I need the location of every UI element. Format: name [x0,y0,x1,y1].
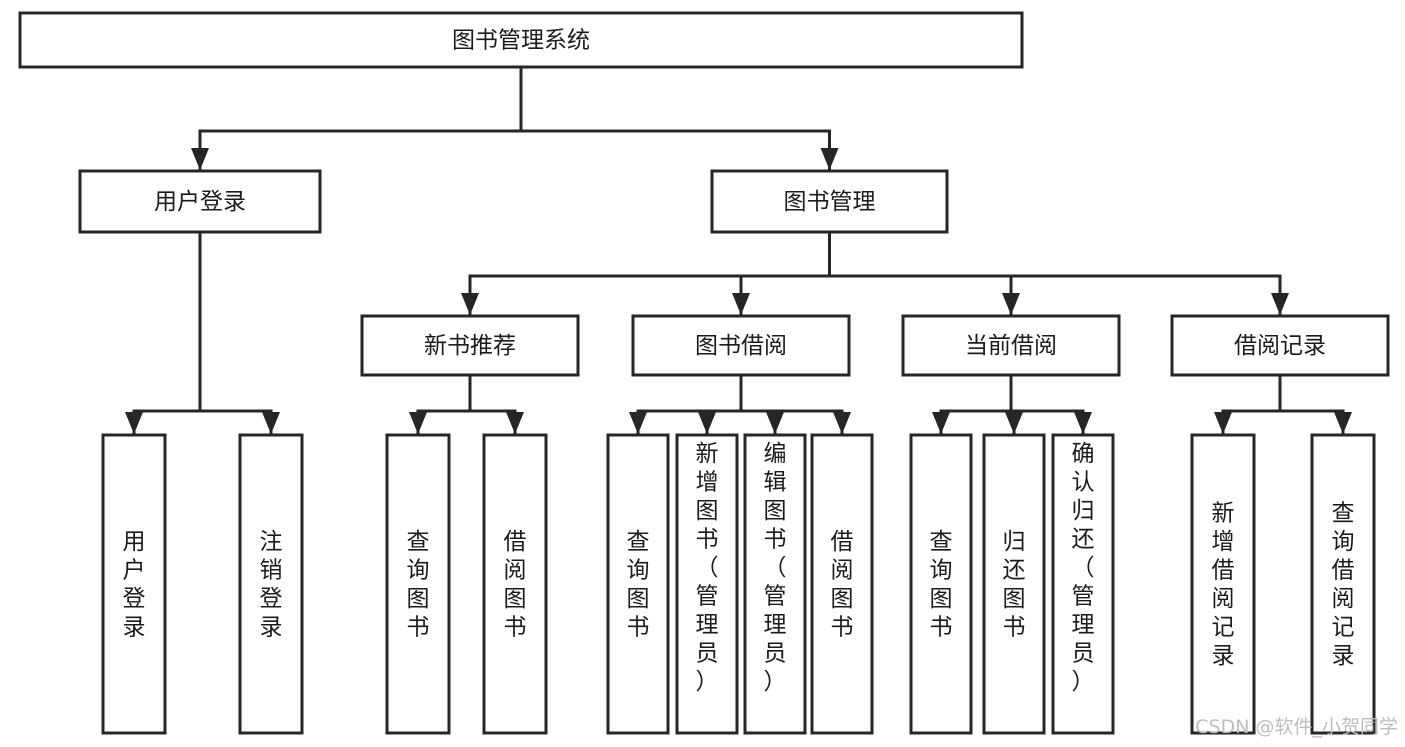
node-leaf-borrow-book-rec[interactable]: 借阅图书 [482,433,548,735]
arrow-head-icon [1074,412,1092,434]
node-box[interactable] [909,433,973,735]
arrow-head-icon [506,412,524,434]
node-box[interactable] [743,433,807,735]
arrow-head-icon [629,412,647,434]
node-label: 归还图书 [1003,529,1026,641]
node-borrow-record[interactable]: 借阅记录 [1170,314,1390,377]
node-leaf-user-login[interactable]: 用户登录 [101,433,167,735]
node-leaf-query-book-borrow[interactable]: 查询图书 [606,433,670,735]
node-box[interactable] [360,314,580,377]
node-leaf-add-borrow-record[interactable]: 新增借阅记录 [1190,433,1256,735]
arrow-head-icon [1334,412,1352,434]
connectors-layer [125,65,1352,436]
node-label: 查询图书 [407,529,430,641]
arrow-head-icon [833,412,851,434]
node-book-borrow[interactable]: 图书借阅 [631,314,851,377]
node-book-manage[interactable]: 图书管理 [710,169,949,234]
node-box[interactable] [238,433,304,735]
node-box[interactable] [482,433,548,735]
node-box[interactable] [385,433,451,735]
node-label: 确认归还（管理员） [1072,441,1095,695]
arrow-head-icon [125,412,143,434]
node-box[interactable] [78,169,322,234]
node-leaf-query-book-rec[interactable]: 查询图书 [385,433,451,735]
node-leaf-borrow-book[interactable]: 借阅图书 [810,433,874,735]
arrow-head-icon [191,148,209,170]
node-label: 图书管理系统 [452,28,590,54]
node-label: 查询图书 [930,529,953,641]
node-leaf-return-book[interactable]: 归还图书 [982,433,1046,735]
node-box[interactable] [1051,433,1115,735]
arrow-head-icon [1002,293,1020,315]
node-label: 图书借阅 [695,333,787,359]
node-label: 借阅记录 [1234,333,1326,359]
arrow-head-icon [461,293,479,315]
node-label: 借阅图书 [504,529,527,641]
arrow-head-icon [820,148,839,170]
nodes-layer: 图书管理系统用户登录图书管理新书推荐图书借阅当前借阅借阅记录用户登录注销登录查询… [18,11,1390,735]
node-box[interactable] [101,433,167,735]
arrow-head-icon [732,293,750,315]
node-leaf-confirm-return-admin[interactable]: 确认归还（管理员） [1051,433,1115,735]
node-leaf-add-book-admin[interactable]: 新增图书（管理员） [675,433,739,735]
arrow-head-icon [1271,293,1289,315]
node-label: 编辑图书（管理员） [764,441,787,695]
node-leaf-query-borrow-record[interactable]: 查询借阅记录 [1310,433,1376,735]
arrow-head-icon [766,412,784,434]
node-box[interactable] [1190,433,1256,735]
arrow-head-icon [409,412,427,434]
node-label: 查询图书 [627,529,650,641]
node-label: 注销登录 [260,529,283,641]
node-leaf-logout[interactable]: 注销登录 [238,433,304,735]
node-current-borrow[interactable]: 当前借阅 [901,314,1121,377]
node-box[interactable] [810,433,874,735]
node-box[interactable] [18,11,1024,69]
node-box[interactable] [1170,314,1390,377]
node-label: 借阅图书 [831,529,854,641]
node-label: 新书推荐 [424,333,516,359]
node-box[interactable] [606,433,670,735]
node-new-book-recommend[interactable]: 新书推荐 [360,314,580,377]
node-box[interactable] [982,433,1046,735]
node-box[interactable] [901,314,1121,377]
arrow-head-icon [1214,412,1232,434]
node-label: 新增图书（管理员） [696,441,719,695]
node-label: 新增借阅记录 [1212,501,1235,670]
node-box[interactable] [675,433,739,735]
node-box[interactable] [1310,433,1376,735]
node-root[interactable]: 图书管理系统 [18,11,1024,69]
node-leaf-edit-book-admin[interactable]: 编辑图书（管理员） [743,433,807,735]
node-label: 图书管理 [784,189,876,215]
arrow-head-icon [932,412,950,434]
arrow-head-icon [1005,412,1023,434]
node-leaf-query-book-current[interactable]: 查询图书 [909,433,973,735]
node-user-login[interactable]: 用户登录 [78,169,322,234]
node-box[interactable] [631,314,851,377]
node-label: 用户登录 [154,189,246,215]
arrow-head-icon [698,412,716,434]
arrow-head-icon [262,412,280,434]
node-box[interactable] [710,169,949,234]
node-label: 用户登录 [123,529,146,641]
node-label: 查询借阅记录 [1332,501,1355,670]
csdn-watermark: CSDN @软件_小贺同学 [1195,716,1398,738]
node-label: 当前借阅 [965,333,1057,359]
